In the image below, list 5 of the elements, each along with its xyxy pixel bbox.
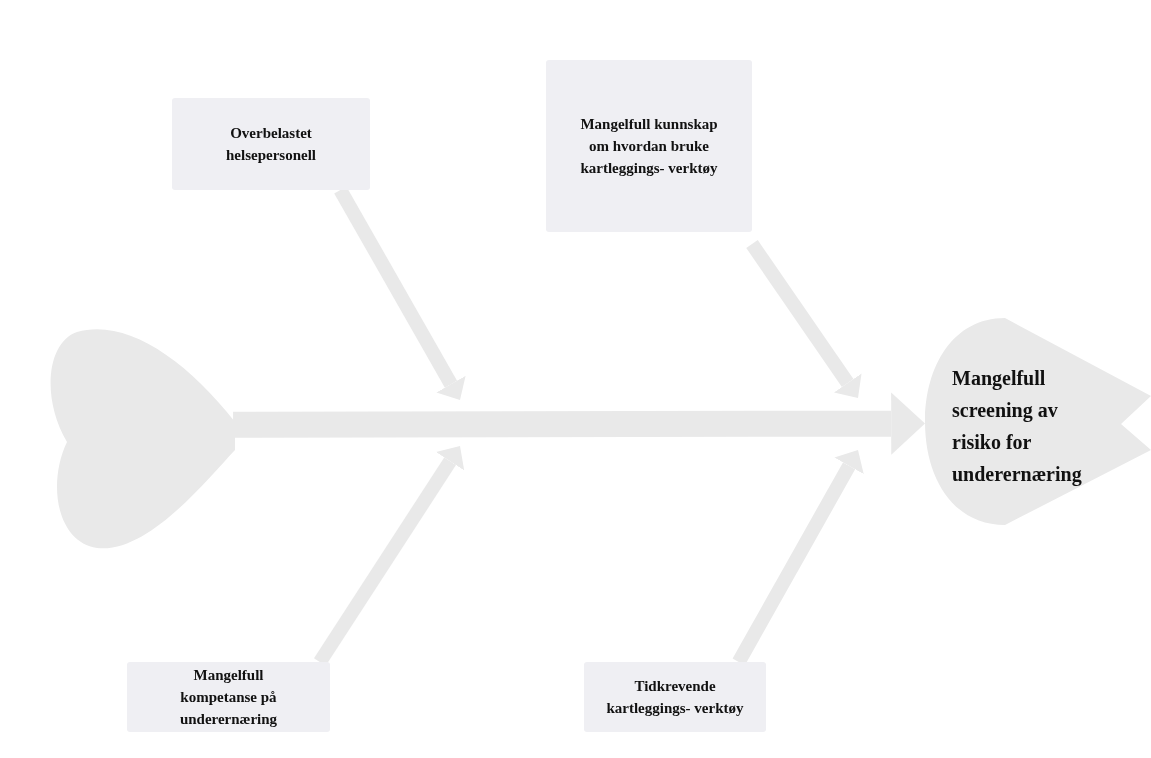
cause-box: Overbelastet helsepersonell: [172, 98, 370, 190]
cause-box: Mangelfull kompetanse på underernæring: [127, 662, 330, 732]
cause-box: Mangelfull kunnskap om hvordan bruke kartleggings- verktøy: [546, 60, 752, 232]
cause-box: Tidkrevende kartleggings- verktøy: [584, 662, 766, 732]
problem-statement: Mangelfull screening av risiko for underernæring: [952, 366, 1083, 488]
